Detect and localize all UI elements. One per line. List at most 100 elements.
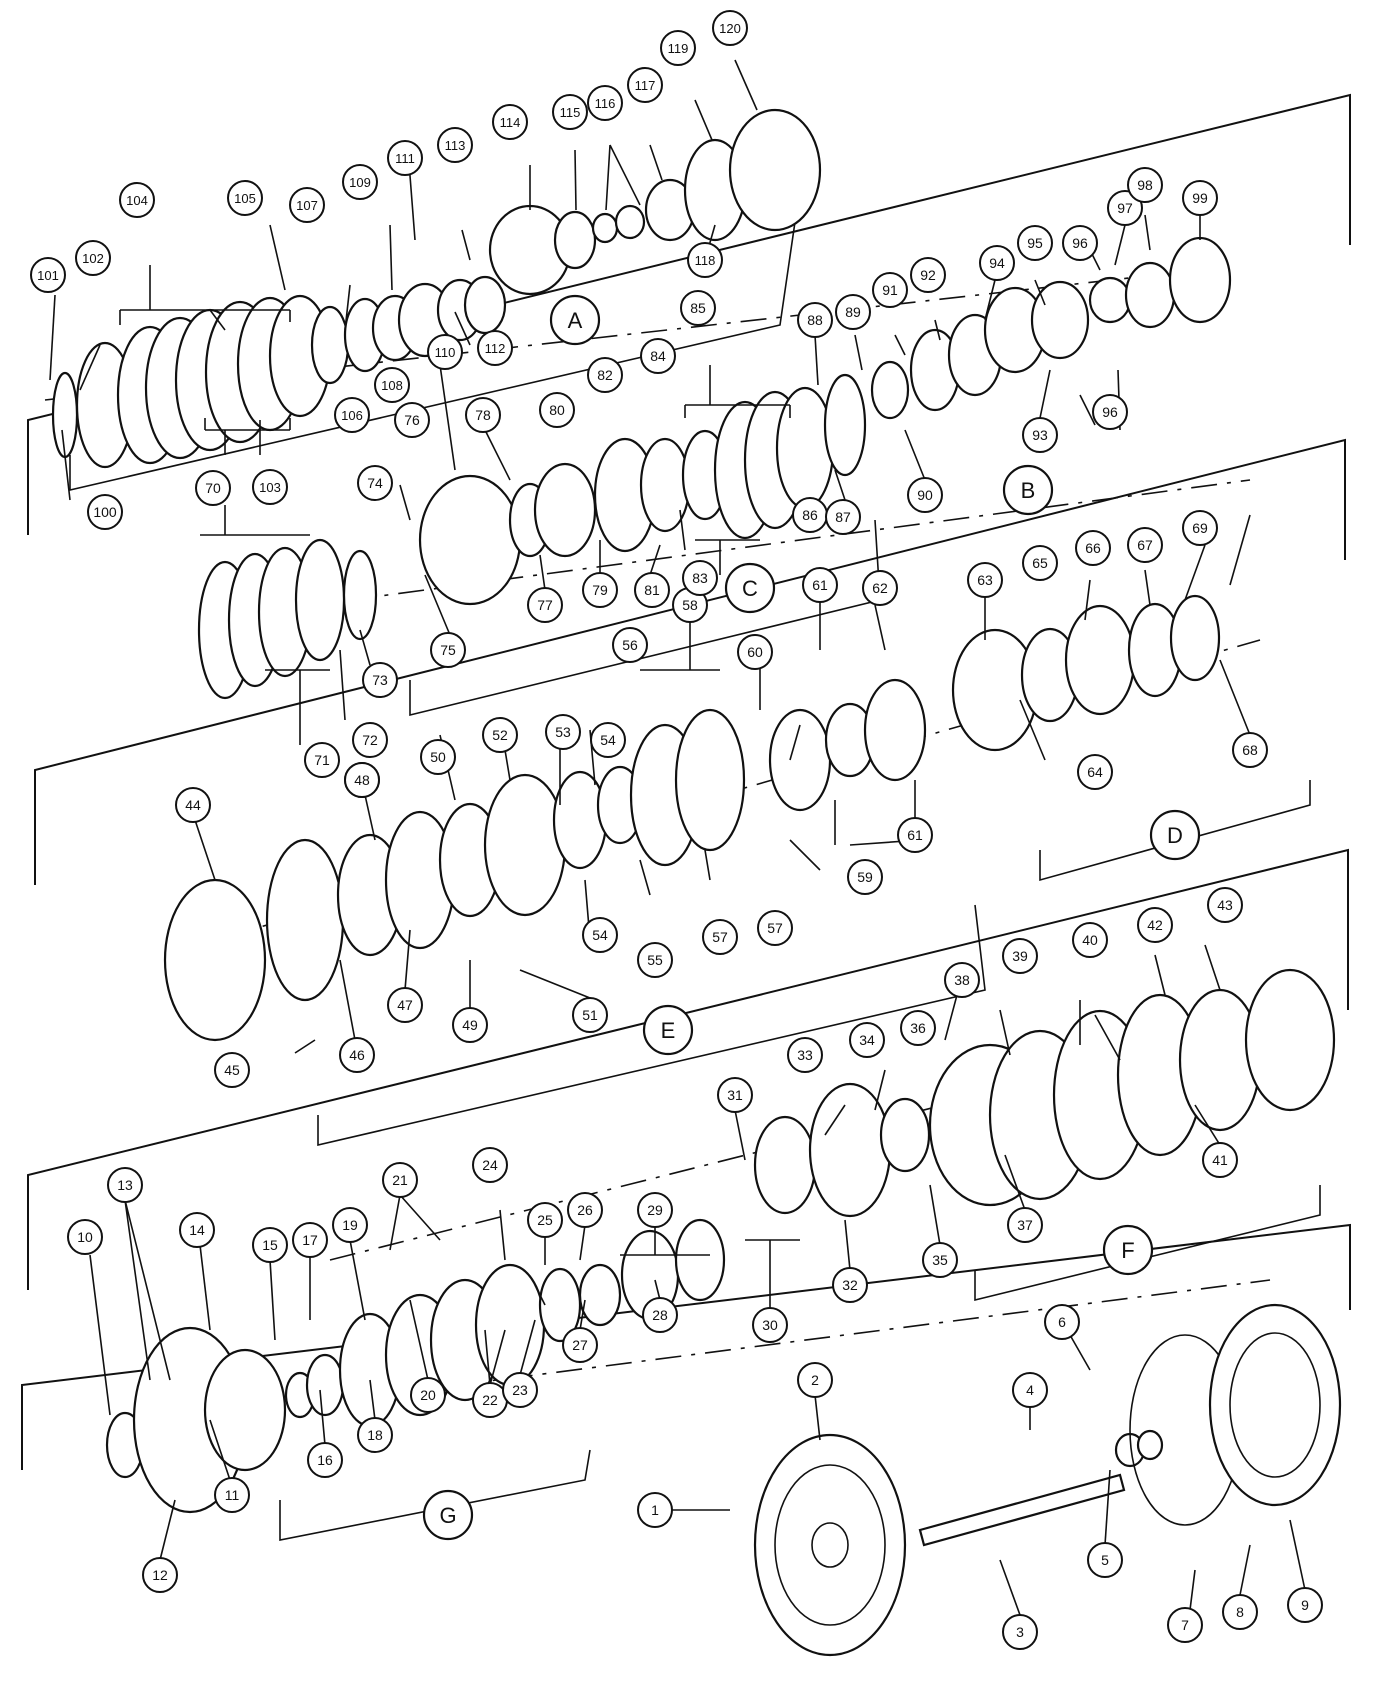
svg-text:104: 104 bbox=[126, 193, 148, 208]
callout-98: 98 bbox=[1127, 167, 1163, 203]
svg-text:61: 61 bbox=[907, 827, 923, 843]
callout-70: 70 bbox=[195, 470, 231, 506]
callout-37: 37 bbox=[1007, 1207, 1043, 1243]
callout-69: 69 bbox=[1182, 510, 1218, 546]
svg-text:21: 21 bbox=[392, 1172, 408, 1188]
svg-text:95: 95 bbox=[1027, 235, 1043, 251]
callout-33: 33 bbox=[787, 1037, 823, 1073]
svg-text:20: 20 bbox=[420, 1387, 436, 1403]
svg-text:72: 72 bbox=[362, 732, 378, 748]
svg-text:15: 15 bbox=[262, 1237, 278, 1253]
row-b-parts bbox=[870, 236, 1232, 420]
callout-96a: 96 bbox=[1092, 394, 1128, 430]
svg-text:75: 75 bbox=[440, 642, 456, 658]
svg-text:96: 96 bbox=[1102, 404, 1118, 420]
svg-text:32: 32 bbox=[842, 1277, 858, 1293]
svg-text:49: 49 bbox=[462, 1017, 478, 1033]
callout-55: 55 bbox=[637, 942, 673, 978]
svg-text:A: A bbox=[568, 308, 583, 333]
svg-text:52: 52 bbox=[492, 727, 508, 743]
leader-lines bbox=[49, 59, 1306, 1616]
svg-text:107: 107 bbox=[296, 198, 318, 213]
callout-18: 18 bbox=[357, 1417, 393, 1453]
svg-text:80: 80 bbox=[549, 402, 565, 418]
svg-text:82: 82 bbox=[597, 367, 613, 383]
svg-text:99: 99 bbox=[1192, 190, 1208, 206]
callout-41: 41 bbox=[1202, 1142, 1238, 1178]
svg-text:101: 101 bbox=[37, 268, 59, 283]
callout-15: 15 bbox=[252, 1227, 288, 1263]
callout-105: 105 bbox=[227, 180, 263, 216]
callout-104: 104 bbox=[119, 182, 155, 218]
svg-text:81: 81 bbox=[644, 582, 660, 598]
svg-text:67: 67 bbox=[1137, 537, 1153, 553]
svg-text:71: 71 bbox=[314, 752, 330, 768]
converter-group bbox=[753, 1303, 1342, 1657]
svg-text:83: 83 bbox=[692, 570, 708, 586]
callout-61a: 61 bbox=[802, 567, 838, 603]
callout-23: 23 bbox=[502, 1372, 538, 1408]
svg-text:92: 92 bbox=[920, 267, 936, 283]
svg-text:59: 59 bbox=[857, 869, 873, 885]
svg-text:115: 115 bbox=[560, 105, 581, 120]
callout-8: 8 bbox=[1222, 1594, 1258, 1630]
svg-text:11: 11 bbox=[225, 1487, 240, 1503]
svg-text:73: 73 bbox=[372, 672, 388, 688]
svg-text:12: 12 bbox=[152, 1567, 168, 1583]
callout-119: 119 bbox=[660, 30, 696, 66]
svg-text:62: 62 bbox=[872, 580, 888, 596]
section-b-label: B bbox=[1002, 464, 1054, 516]
callout-71: 71 bbox=[304, 742, 340, 778]
callout-102: 102 bbox=[75, 240, 111, 276]
svg-text:28: 28 bbox=[652, 1307, 668, 1323]
callout-94: 94 bbox=[979, 245, 1015, 281]
callout-62: 62 bbox=[862, 570, 898, 606]
callout-57a: 57 bbox=[702, 919, 738, 955]
callout-106: 106 bbox=[334, 397, 370, 433]
svg-text:25: 25 bbox=[537, 1212, 553, 1228]
callout-63: 63 bbox=[967, 562, 1003, 598]
callout-103: 103 bbox=[252, 469, 288, 505]
callout-117: 117 bbox=[627, 67, 663, 103]
callout-39: 39 bbox=[1002, 938, 1038, 974]
svg-text:F: F bbox=[1121, 1238, 1134, 1263]
svg-text:102: 102 bbox=[82, 251, 104, 266]
callout-86: 86 bbox=[792, 497, 828, 533]
callout-109: 109 bbox=[342, 164, 378, 200]
svg-text:5: 5 bbox=[1101, 1552, 1109, 1568]
svg-text:24: 24 bbox=[482, 1157, 498, 1173]
svg-text:70: 70 bbox=[205, 480, 221, 496]
svg-text:97: 97 bbox=[1117, 200, 1133, 216]
callout-27: 27 bbox=[562, 1327, 598, 1363]
svg-text:103: 103 bbox=[259, 480, 281, 495]
callout-74: 74 bbox=[357, 465, 393, 501]
callout-73: 73 bbox=[362, 662, 398, 698]
callout-51: 51 bbox=[572, 997, 608, 1033]
callout-90: 90 bbox=[907, 477, 943, 513]
svg-text:85: 85 bbox=[690, 300, 706, 316]
svg-text:30: 30 bbox=[762, 1317, 778, 1333]
callout-116: 116 bbox=[587, 85, 623, 121]
section-f-label: F bbox=[1102, 1224, 1154, 1276]
svg-text:E: E bbox=[661, 1018, 676, 1043]
callout-14: 14 bbox=[179, 1212, 215, 1248]
callout-115: 115 bbox=[552, 94, 588, 130]
row-c-parts bbox=[197, 373, 867, 700]
svg-text:26: 26 bbox=[577, 1202, 593, 1218]
callout-76: 76 bbox=[394, 402, 430, 438]
callout-96b: 96 bbox=[1062, 225, 1098, 261]
callout-28: 28 bbox=[642, 1297, 678, 1333]
svg-text:53: 53 bbox=[555, 724, 571, 740]
svg-text:2: 2 bbox=[811, 1372, 819, 1388]
callout-38: 38 bbox=[944, 962, 980, 998]
svg-text:118: 118 bbox=[695, 253, 716, 268]
callout-9: 9 bbox=[1287, 1587, 1323, 1623]
callout-36: 36 bbox=[900, 1010, 936, 1046]
svg-text:46: 46 bbox=[349, 1047, 365, 1063]
svg-text:77: 77 bbox=[537, 597, 553, 613]
svg-text:116: 116 bbox=[595, 96, 616, 111]
callout-72: 72 bbox=[352, 722, 388, 758]
callout-1: 1 bbox=[637, 1492, 673, 1528]
callout-26: 26 bbox=[567, 1192, 603, 1228]
svg-text:23: 23 bbox=[512, 1382, 528, 1398]
